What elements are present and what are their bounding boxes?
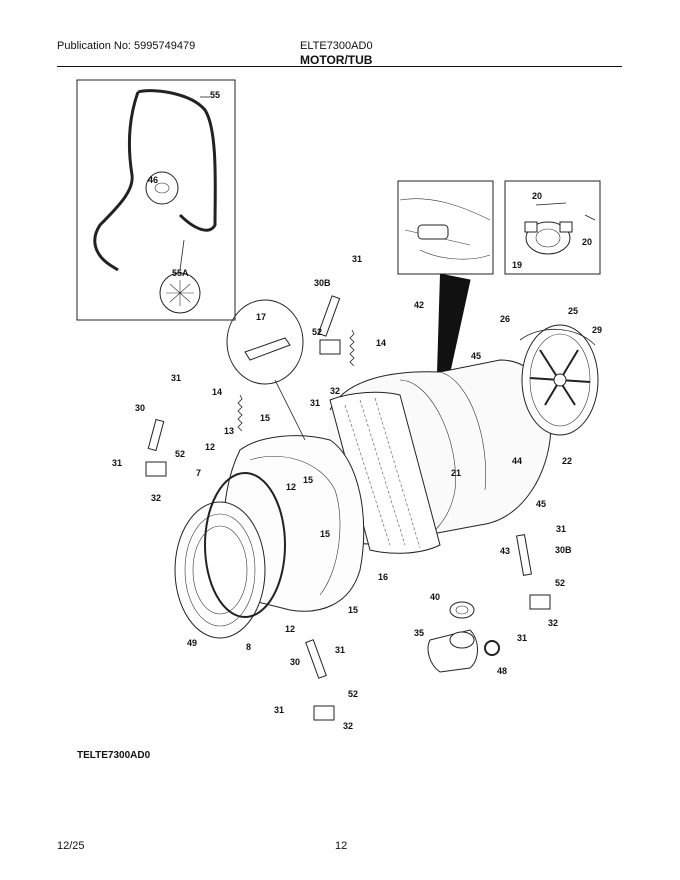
- callout-29: 29: [592, 325, 602, 335]
- callout-12-b: 12: [286, 482, 296, 492]
- callout-20-b: 20: [582, 237, 592, 247]
- hose-inset: [76, 79, 236, 321]
- callout-46: 46: [148, 175, 158, 185]
- callout-15-a: 15: [260, 413, 270, 423]
- diagram-model-tag: TELTE7300AD0: [77, 750, 151, 761]
- callout-19: 19: [512, 260, 522, 270]
- callout-31-b: 31: [310, 398, 320, 408]
- callout-42: 42: [414, 300, 424, 310]
- callout-55: 55: [210, 90, 220, 100]
- callout-12-a: 12: [205, 442, 215, 452]
- callout-32-d: 32: [343, 721, 353, 731]
- callout-31-a: 31: [352, 254, 362, 264]
- callout-31-c: 31: [171, 373, 181, 383]
- callout-32-a: 32: [330, 386, 340, 396]
- callout-31-d: 31: [112, 458, 122, 468]
- callout-44: 44: [512, 456, 522, 466]
- callout-49: 49: [187, 638, 197, 648]
- callout-30b-top: 30B: [314, 278, 331, 288]
- callout-31-e: 31: [556, 524, 566, 534]
- mount-brackets: [145, 339, 551, 721]
- callout-13: 13: [224, 426, 234, 436]
- callout-15-d: 15: [348, 605, 358, 615]
- callout-30-c: 30: [290, 657, 300, 667]
- header-divider: [57, 66, 622, 67]
- clamp-46-detail: [145, 171, 179, 205]
- callout-14-b: 14: [212, 387, 222, 397]
- callout-52-b: 52: [175, 449, 185, 459]
- shock-absorbers: [147, 295, 532, 679]
- publication-number: Publication No: 5995749479: [57, 40, 196, 52]
- footer-date: 12/25: [57, 840, 85, 852]
- callout-26: 26: [500, 314, 510, 324]
- callout-43: 43: [500, 546, 510, 556]
- callout-31-h: 31: [274, 705, 284, 715]
- callout-31-g: 31: [335, 645, 345, 655]
- callout-7: 7: [196, 468, 201, 478]
- callout-12-c: 12: [285, 624, 295, 634]
- model-number: ELTE7300AD0: [300, 40, 373, 52]
- callout-31-f: 31: [517, 633, 527, 643]
- callout-30b-bot: 30B: [555, 545, 572, 555]
- footer-page-number: 12: [335, 840, 348, 852]
- callout-25: 25: [568, 306, 578, 316]
- springs: [237, 329, 355, 432]
- section-title: MOTOR/TUB: [300, 53, 373, 67]
- motor-inset: [504, 180, 601, 275]
- callout-21: 21: [451, 468, 461, 478]
- callout-52-d: 52: [348, 689, 358, 699]
- callout-15-c: 15: [320, 529, 330, 539]
- callout-40: 40: [430, 592, 440, 602]
- pulley-and-belt: [519, 324, 599, 436]
- inner-drum: [329, 391, 441, 554]
- callout-55a: 55A: [172, 268, 189, 278]
- callout-45-a: 45: [471, 351, 481, 361]
- callout-32-c: 32: [548, 618, 558, 628]
- callout-52-a: 52: [312, 327, 322, 337]
- callout-22: 22: [562, 456, 572, 466]
- callout-14-a: 14: [376, 338, 386, 348]
- callout-52-c: 52: [555, 578, 565, 588]
- callout-48: 48: [497, 666, 507, 676]
- callout-32-b: 32: [151, 493, 161, 503]
- part-17-inset: [226, 299, 306, 441]
- callout-8: 8: [246, 642, 251, 652]
- door-boot-seal: [174, 472, 286, 639]
- callout-16: 16: [378, 572, 388, 582]
- callout-35: 35: [414, 628, 424, 638]
- callout-30-a: 30: [135, 403, 145, 413]
- callout-20-a: 20: [532, 191, 542, 201]
- callout-17: 17: [256, 312, 266, 322]
- pump-assembly: [427, 601, 500, 673]
- callout-15-b: 15: [303, 475, 313, 485]
- callout-45-b: 45: [536, 499, 546, 509]
